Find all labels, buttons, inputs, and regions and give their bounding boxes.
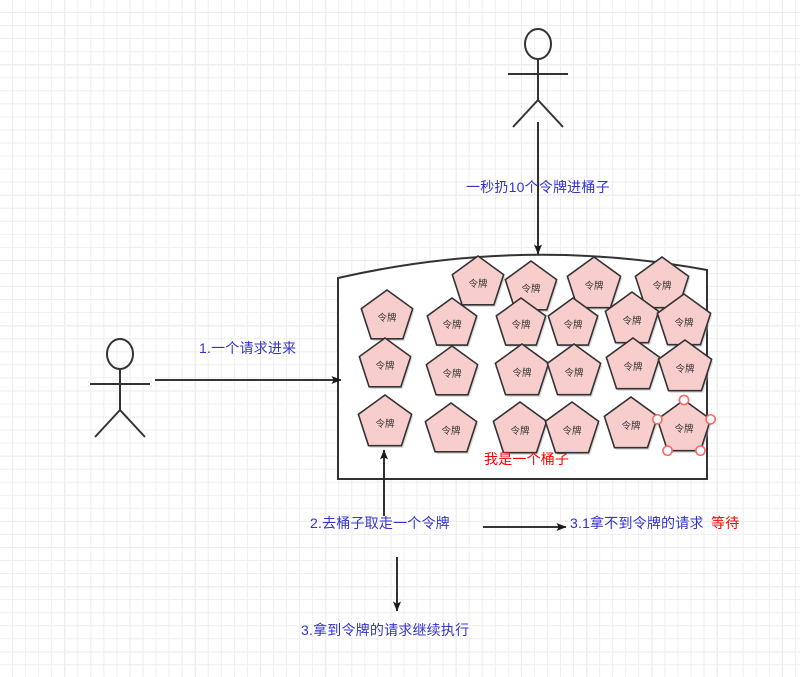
token-label: 令牌 — [510, 425, 530, 437]
tokens-layer: 令牌令牌令牌令牌令牌令牌令牌令牌令牌令牌令牌令牌令牌令牌令牌令牌令牌令牌令牌令牌… — [357, 255, 717, 457]
token-pentagon[interactable]: 令牌 — [360, 289, 415, 342]
token-pentagon[interactable]: 令牌 — [634, 256, 691, 310]
token-pentagon[interactable]: 令牌 — [546, 343, 603, 397]
token-pentagon[interactable]: 令牌 — [656, 293, 713, 347]
actor-leg-left — [512, 99, 539, 128]
actor-leg-right — [537, 99, 564, 128]
token-body — [656, 399, 712, 452]
token-pentagon[interactable]: 令牌 — [604, 291, 661, 345]
token-body — [566, 256, 622, 309]
token-pentagon[interactable]: 令牌 — [657, 339, 714, 393]
selection-handle[interactable] — [695, 445, 706, 457]
token-label: 令牌 — [442, 319, 462, 331]
selection-handle[interactable] — [651, 413, 663, 425]
actor-leg-right — [119, 409, 146, 438]
token-body — [605, 337, 661, 390]
take-token-label: 2.去桶子取走一个令牌 — [310, 515, 450, 531]
token-label: 令牌 — [511, 319, 531, 331]
token-pentagon[interactable]: 令牌 — [492, 401, 549, 455]
token-label: 令牌 — [468, 278, 488, 290]
token-pentagon[interactable]: 令牌 — [651, 394, 717, 457]
token-body — [546, 343, 602, 396]
token-body — [494, 343, 550, 396]
token-pentagon[interactable]: 令牌 — [494, 343, 551, 397]
token-label: 令牌 — [621, 420, 641, 432]
token-body — [424, 402, 478, 453]
token-label: 令牌 — [521, 283, 541, 295]
token-body — [358, 337, 412, 388]
token-body — [357, 394, 413, 447]
continue-label: 3.拿到令牌的请求继续执行 — [301, 622, 470, 638]
token-label: 令牌 — [512, 367, 532, 379]
token-label: 令牌 — [623, 361, 643, 373]
consumer-actor — [90, 338, 150, 438]
token-pentagon[interactable]: 令牌 — [426, 297, 479, 348]
token-pentagon[interactable]: 令牌 — [424, 402, 479, 455]
token-pentagon[interactable]: 令牌 — [451, 255, 506, 308]
actor-head — [106, 338, 134, 370]
token-label: 令牌 — [584, 280, 604, 292]
selection-handle[interactable] — [678, 394, 690, 406]
token-pentagon[interactable]: 令牌 — [357, 394, 414, 448]
token-label: 令牌 — [562, 425, 582, 437]
request-in-label: 1.一个请求进来 — [199, 340, 297, 356]
token-body — [603, 396, 659, 449]
token-label: 令牌 — [564, 367, 584, 379]
token-label: 令牌 — [377, 312, 397, 324]
token-body — [451, 255, 505, 306]
actor-leg-left — [94, 409, 121, 438]
token-label: 令牌 — [375, 418, 395, 430]
token-body — [492, 401, 548, 454]
token-label: 令牌 — [375, 360, 395, 372]
arrows-layer — [155, 122, 567, 612]
token-label: 令牌 — [441, 425, 461, 437]
token-pentagon[interactable]: 令牌 — [544, 401, 601, 455]
token-label: 令牌 — [675, 363, 695, 375]
token-pentagon[interactable]: 令牌 — [358, 337, 413, 390]
token-label: 令牌 — [442, 368, 462, 380]
token-pentagon[interactable]: 令牌 — [603, 396, 660, 450]
token-body — [544, 401, 600, 454]
token-body — [634, 256, 690, 309]
token-body — [657, 339, 713, 392]
token-label: 令牌 — [622, 315, 642, 327]
token-pentagon[interactable]: 令牌 — [547, 297, 600, 348]
wait-label-prefix: 3.1拿不到令牌的请求 — [570, 515, 704, 531]
token-body — [425, 345, 479, 396]
actors-layer — [90, 28, 568, 438]
token-label: 令牌 — [674, 423, 694, 435]
selection-handle[interactable] — [662, 445, 673, 457]
token-label: 令牌 — [652, 280, 672, 292]
token-pentagon[interactable]: 令牌 — [425, 345, 480, 398]
produce-tokens-label: 一秒扔10个令牌进桶子 — [466, 179, 610, 195]
producer-actor — [508, 28, 568, 128]
token-pentagon[interactable]: 令牌 — [495, 297, 548, 348]
token-label: 令牌 — [674, 317, 694, 329]
token-label: 令牌 — [563, 319, 583, 331]
wait-label-suffix: 等待 — [711, 515, 740, 531]
token-pentagon[interactable]: 令牌 — [566, 256, 623, 310]
token-pentagon[interactable]: 令牌 — [605, 337, 662, 391]
actor-head — [524, 28, 552, 60]
bucket-caption: 我是一个桶子 — [484, 451, 570, 467]
selection-handle[interactable] — [705, 413, 717, 425]
